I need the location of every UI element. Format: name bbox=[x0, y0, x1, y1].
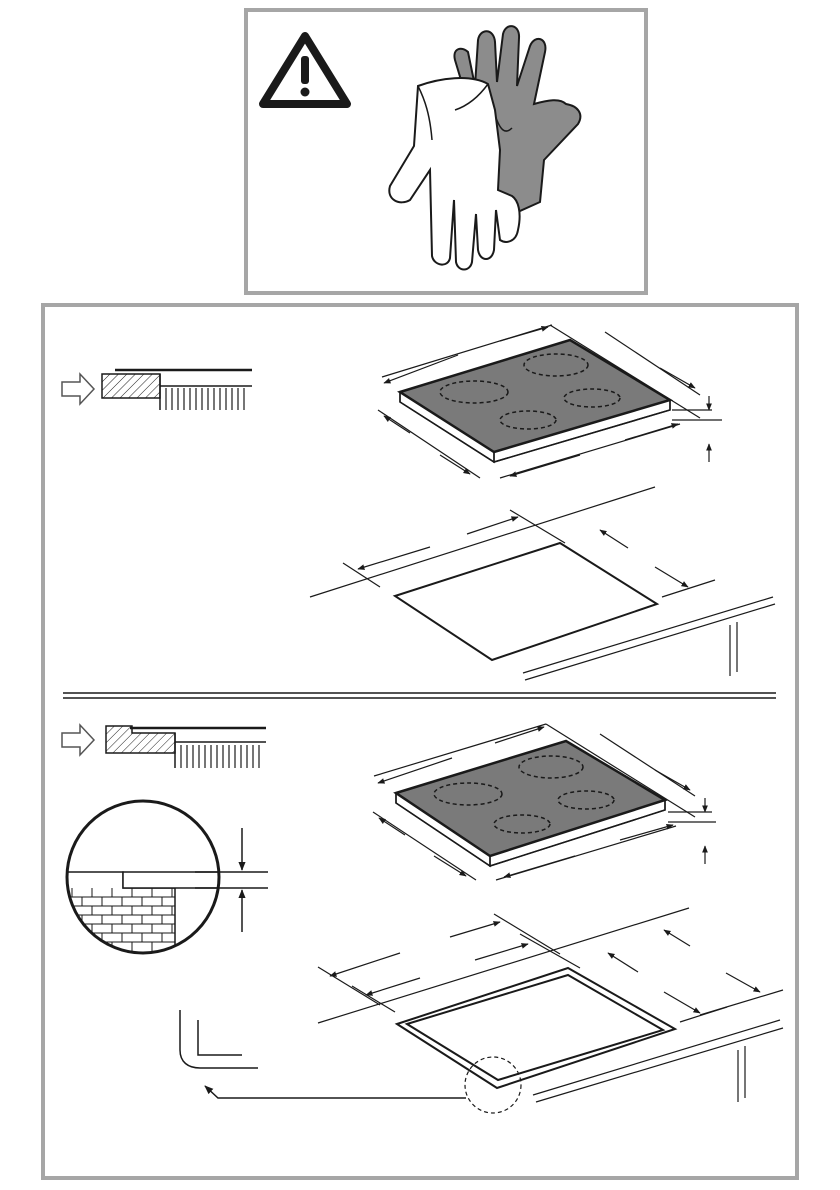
safety-panel bbox=[246, 10, 646, 293]
